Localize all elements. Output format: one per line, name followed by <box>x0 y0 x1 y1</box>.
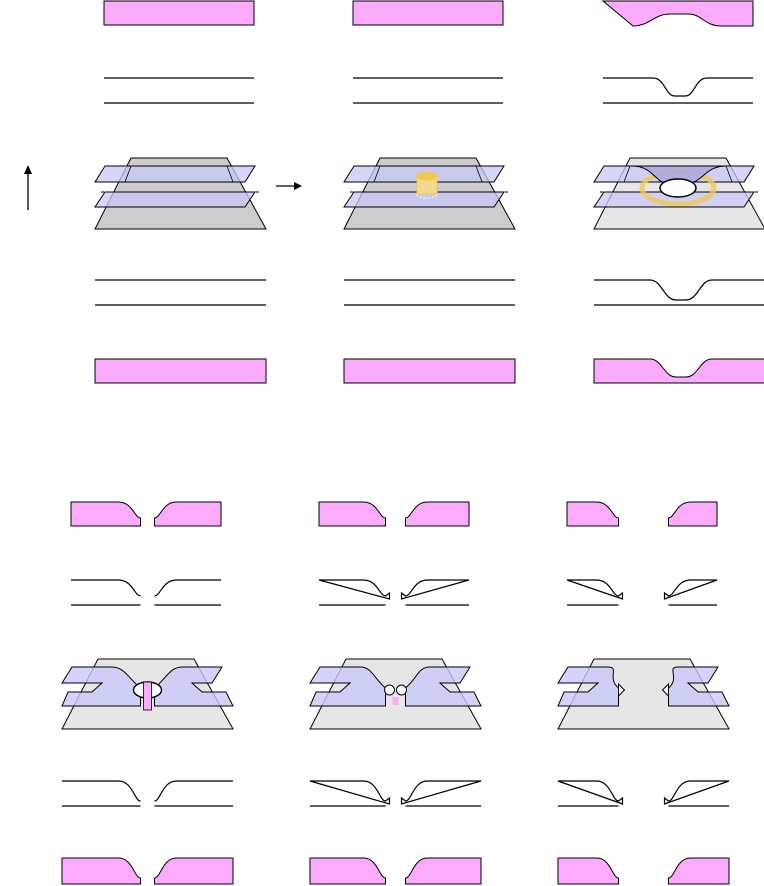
pinch-left-cap <box>384 684 395 696</box>
top-profile-right-piece <box>154 579 221 597</box>
panel-tube-inserted <box>343 0 516 384</box>
bottom-profile-left-piece <box>557 780 624 805</box>
bottom-slab-left-piece <box>557 857 619 885</box>
top-slab <box>352 0 504 26</box>
lower-sheet <box>94 191 256 208</box>
bottom-slab-right-piece <box>668 857 730 885</box>
bottom-slab-dented <box>593 358 764 384</box>
top-profile-left-piece <box>71 579 141 597</box>
surface-stack <box>557 658 730 730</box>
right-sheet-tube <box>154 666 234 707</box>
bottom-profile-right-piece <box>400 780 482 805</box>
base-edge-lines <box>373 165 483 183</box>
pinch-right-cap <box>396 684 407 696</box>
top-slab-dented <box>601 0 754 27</box>
left-sheet-tube <box>557 666 619 707</box>
top-profile-line-upper <box>603 77 753 97</box>
bottom-profile-right-piece <box>154 780 233 802</box>
left-sheet-tube <box>309 666 386 707</box>
base-edge-lines <box>623 165 733 183</box>
panel-flat <box>94 0 267 384</box>
bottom-profile-left-piece <box>62 780 141 802</box>
vertical-arrowhead-icon <box>24 165 32 174</box>
top-slab-right-piece <box>405 501 470 527</box>
top-slab-left-piece <box>566 501 619 527</box>
bottom-profile-line-upper <box>594 279 764 301</box>
top-slab-left-piece <box>70 501 141 527</box>
right-cap <box>661 682 669 698</box>
bottom-slab <box>94 358 267 384</box>
base-edge-lines <box>124 165 234 183</box>
surface-stack <box>593 157 764 230</box>
pinch-disc <box>392 697 399 705</box>
bottom-slab-right-piece <box>405 857 482 885</box>
right-sheet-tube <box>668 666 730 707</box>
top-slab <box>103 0 255 26</box>
top-profile-right-piece <box>400 579 470 600</box>
panel-handle-attached <box>593 0 764 384</box>
right-sheet-tube <box>405 666 482 707</box>
lower-sheet <box>343 191 505 208</box>
bottom-slab-left-piece <box>61 857 141 885</box>
handle-hole <box>659 178 697 198</box>
panel-pinched <box>309 501 482 885</box>
upper-sheet <box>94 165 256 183</box>
bottom-profile-right-piece <box>663 780 730 805</box>
panel-separated <box>557 501 730 885</box>
bottom-profile-left-piece <box>309 780 391 805</box>
tube-bottom-ellipse <box>416 193 438 199</box>
left-cap <box>618 682 626 698</box>
top-profile-right-piece <box>663 579 718 600</box>
top-slab-right-piece <box>154 501 222 527</box>
surface-stack <box>309 658 482 730</box>
bottom-slab-right-piece <box>154 857 234 885</box>
top-slab-left-piece <box>318 501 386 527</box>
tube-top-ellipse <box>416 171 438 181</box>
top-profile-left-piece <box>566 579 624 600</box>
panel-cut <box>61 501 234 885</box>
bottom-slab <box>343 358 516 384</box>
lower-sheet <box>593 191 755 208</box>
handle-funnel <box>631 165 727 183</box>
left-sheet-tube <box>61 666 141 707</box>
cut-disc <box>143 681 152 711</box>
step-arrowhead-icon <box>294 182 302 190</box>
top-slab-right-piece <box>668 501 718 527</box>
bottom-slab-left-piece <box>309 857 386 885</box>
top-profile-left-piece <box>318 579 391 600</box>
surface-stack <box>94 157 267 230</box>
surface-stack <box>61 658 234 730</box>
surface-stack <box>343 157 516 230</box>
